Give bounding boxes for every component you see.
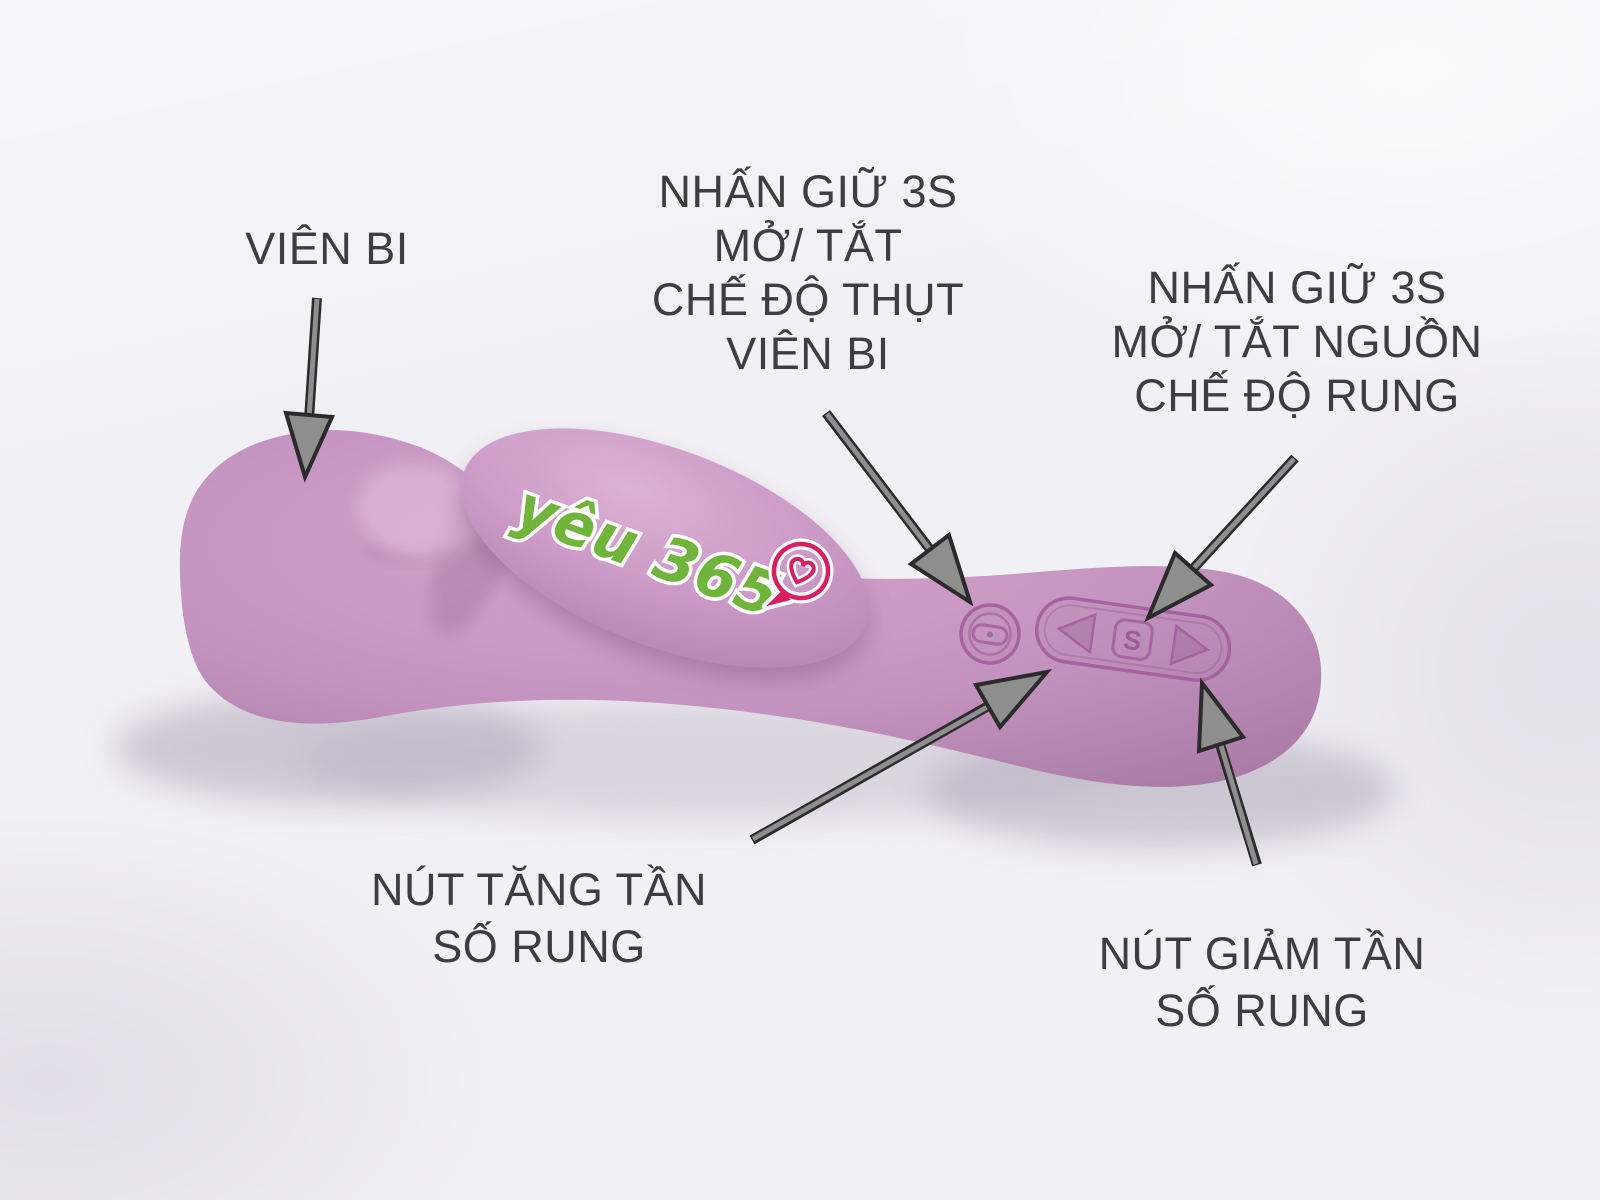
- label-line: NÚT TĂNG TẦN: [370, 864, 708, 915]
- label-thrust-toggle: NHẤN GIỮ 3S MỞ/ TẮT CHẾ ĐỘ THỤT VIÊN BI: [568, 165, 1048, 381]
- s-logo: S: [1121, 624, 1143, 656]
- annotation-arrow-increase: [749, 669, 1053, 845]
- annotation-arrow-power-toggle: [1144, 454, 1299, 623]
- label-increase-frequency: NÚT TĂNG TẦN SỐ RUNG: [309, 861, 769, 975]
- vibration-control-panel: S: [1035, 596, 1232, 682]
- label-line: CHẾ ĐỘ RUNG: [1134, 370, 1460, 421]
- circle-pill-icon: [971, 623, 1009, 646]
- label-vien-bi: VIÊN BI: [157, 222, 497, 276]
- label-power-toggle: NHẤN GIỮ 3S MỞ/ TẮT NGUỒN CHẾ ĐỘ RUNG: [1047, 261, 1547, 423]
- label-line: VIÊN BI: [726, 328, 890, 379]
- label-line: NÚT GIẢM TẦN: [1098, 928, 1426, 979]
- label-line: CHẾ ĐỘ THỤT: [651, 274, 965, 325]
- label-line: NHẤN GIỮ 3S: [658, 166, 958, 217]
- ball-bump: [356, 462, 484, 562]
- label-decrease-frequency: NÚT GIẢM TẦN SỐ RUNG: [1032, 925, 1492, 1039]
- annotation-arrow-decrease: [1196, 677, 1262, 867]
- annotation-arrow-thrust-toggle: [822, 409, 974, 607]
- label-line: MỞ/ TẮT: [713, 220, 903, 271]
- annotation-arrow-vien-bi: [283, 297, 335, 483]
- label-line: SỐ RUNG: [1155, 985, 1369, 1036]
- heart-bubble-icon: [761, 538, 834, 611]
- triangle-left-icon: [1056, 612, 1097, 655]
- thrust-button: [959, 603, 1021, 665]
- triangle-right-icon: [1169, 623, 1210, 666]
- s-button: S: [1111, 618, 1154, 661]
- label-line: VIÊN BI: [245, 223, 409, 274]
- label-line: SỐ RUNG: [432, 921, 646, 972]
- label-line: MỞ/ TẮT NGUỒN: [1111, 316, 1483, 367]
- ball-bump-crease: [362, 539, 476, 563]
- label-line: NHẤN GIỮ 3S: [1147, 262, 1447, 313]
